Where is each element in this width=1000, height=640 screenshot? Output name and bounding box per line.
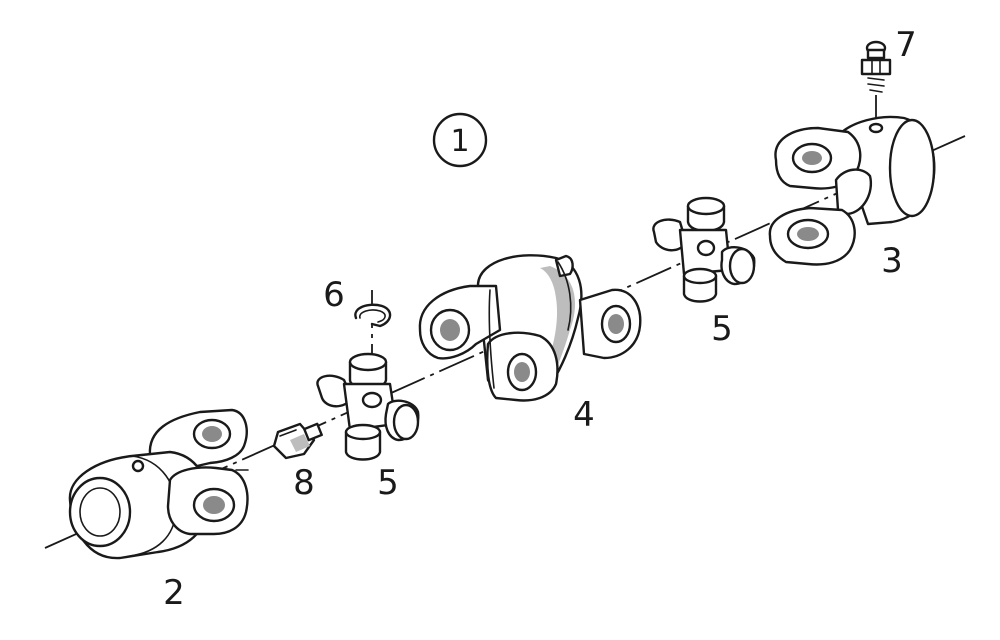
cross-right <box>652 196 756 303</box>
part-label-5-left: 5 <box>377 463 399 503</box>
center-housing <box>418 254 642 402</box>
snap-ring <box>354 303 392 328</box>
yoke-left <box>68 408 249 560</box>
cross-left <box>316 352 420 461</box>
part-label-6: 6 <box>323 275 345 315</box>
grease-nipple-straight <box>860 40 892 93</box>
part-label-5-right: 5 <box>711 309 733 349</box>
assembly-callout: 1 <box>432 112 488 168</box>
yoke-right <box>768 115 936 266</box>
assembly-number: 1 <box>450 124 469 159</box>
part-label-3: 3 <box>881 241 903 281</box>
grease-nipple-angled <box>272 422 323 460</box>
part-label-2: 2 <box>163 573 185 613</box>
part-label-7: 7 <box>895 25 917 65</box>
assembly-callout-circle <box>432 112 488 168</box>
part-label-8: 8 <box>293 463 315 503</box>
part-label-4: 4 <box>573 395 595 435</box>
